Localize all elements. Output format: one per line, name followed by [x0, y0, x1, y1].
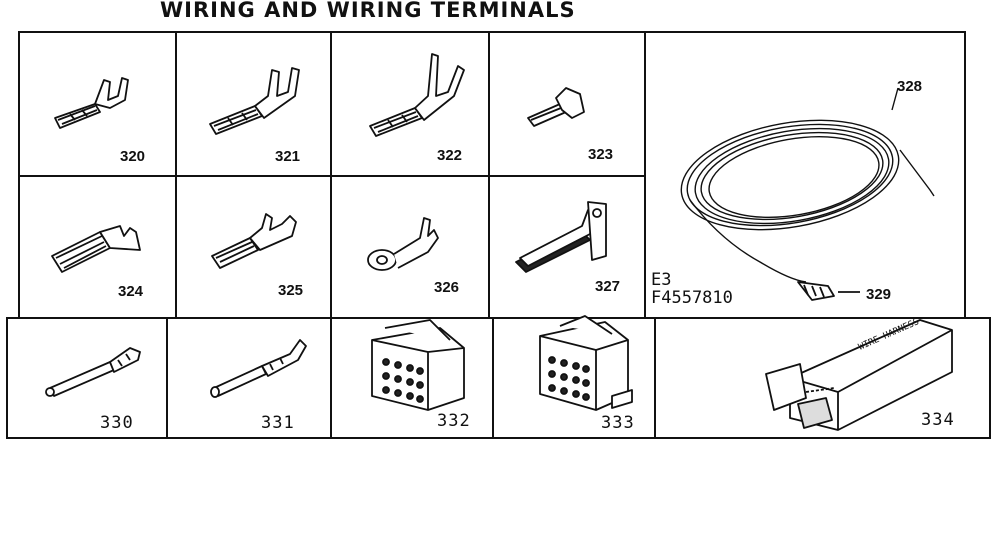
part-number-327: 327: [595, 278, 621, 295]
part-number-322: 322: [437, 147, 463, 164]
terminal-325-drawing: [211, 213, 297, 269]
part-number-326: 326: [434, 279, 460, 296]
terminal-322-drawing: [369, 53, 465, 137]
part-number-325: 325: [278, 282, 304, 299]
wire-nut-329-drawing: [797, 281, 860, 301]
terminal-324-drawing: [51, 225, 141, 273]
pin-330-drawing: [45, 347, 141, 397]
terminal-323-drawing: [527, 87, 585, 127]
wire-coil-328-drawing: [680, 87, 935, 283]
diagram-title: WIRING AND WIRING TERMINALS: [160, 0, 576, 22]
part-number-321: 321: [275, 148, 301, 165]
part-number-334: 334: [921, 410, 955, 430]
part-number-330: 330: [100, 413, 134, 433]
lower-row-border: [6, 317, 991, 439]
harness-package-334-drawing: [765, 319, 953, 431]
terminal-321-drawing: [209, 67, 300, 135]
connector-332-drawing: [371, 319, 465, 411]
part-number-323: 323: [588, 146, 614, 163]
part-number-320: 320: [120, 148, 146, 165]
terminal-320-drawing: [54, 77, 129, 129]
terminal-326-drawing: [367, 217, 439, 271]
connector-333-drawing: [539, 315, 633, 411]
code-line-1: E3: [651, 270, 672, 290]
terminal-327-drawing: [515, 201, 607, 273]
part-number-329: 329: [866, 286, 892, 303]
part-number-328: 328: [897, 78, 923, 95]
part-number-332: 332: [437, 411, 471, 431]
part-number-324: 324: [118, 283, 144, 300]
pin-331-drawing: [210, 339, 307, 398]
part-number-333: 333: [601, 413, 635, 433]
code-line-2: F4557810: [651, 288, 733, 308]
part-number-331: 331: [261, 413, 295, 433]
